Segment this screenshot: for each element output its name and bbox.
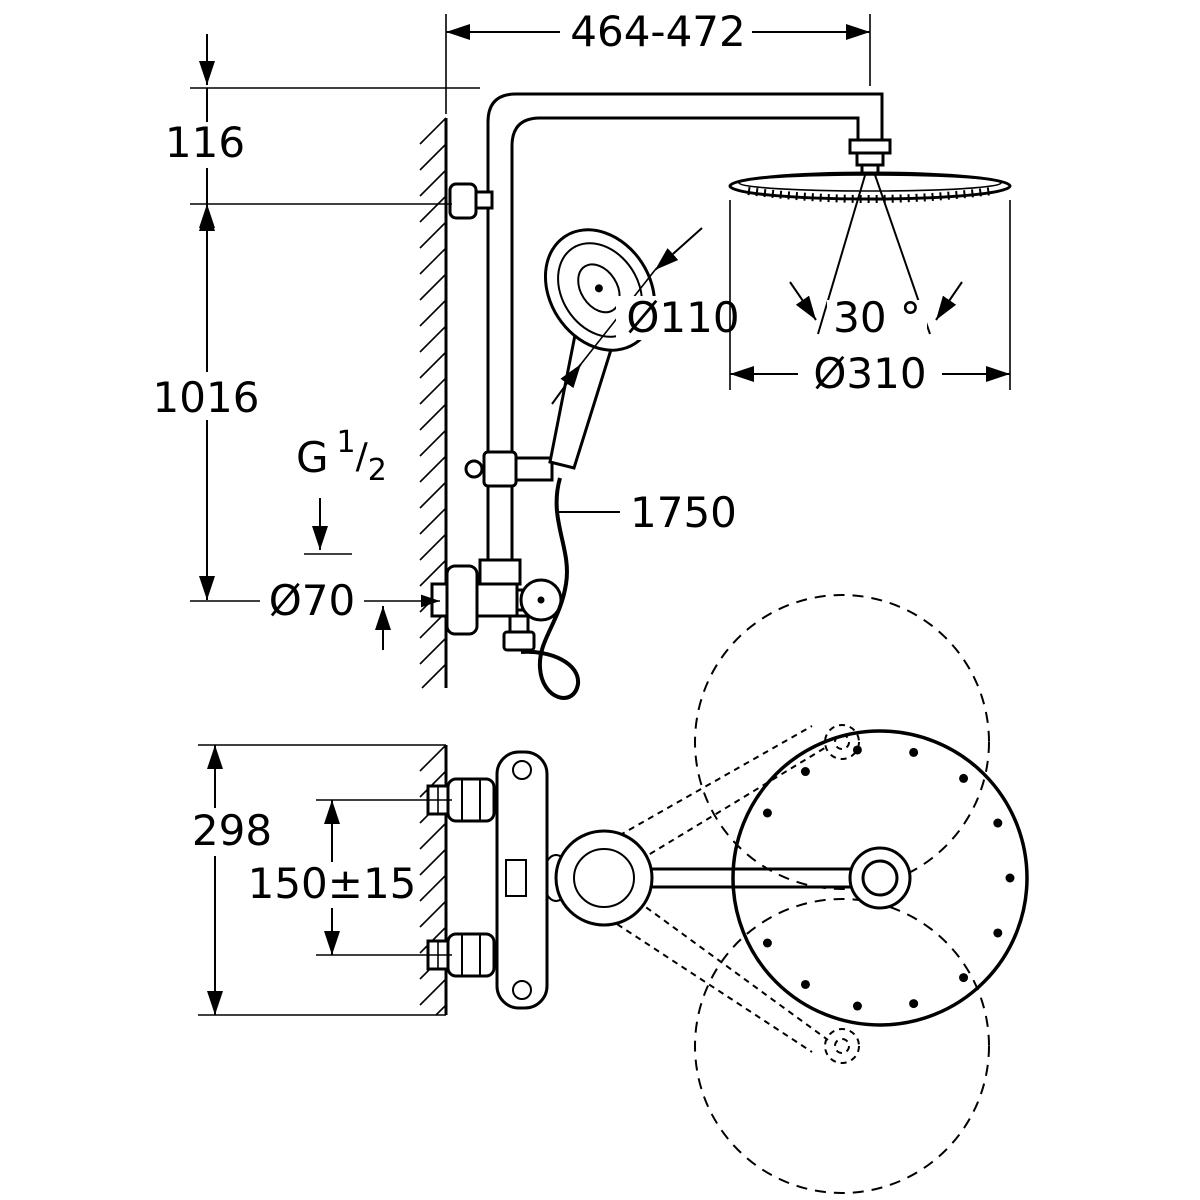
dim-label-rail-height: 1016 <box>153 373 260 422</box>
dim-spray-angle: 30 ° <box>789 281 963 342</box>
dim-hose-length: 1750 <box>556 488 737 537</box>
label-background <box>178 808 286 856</box>
dim-label-top-width: 464-472 <box>570 7 746 56</box>
dim-top-width: 464-472 <box>445 7 871 114</box>
label-background <box>616 296 750 340</box>
wall-bracket <box>448 182 478 220</box>
head-fitting <box>848 138 892 155</box>
dim-label-hand-shower: Ø110 <box>626 293 739 342</box>
holder-clamp <box>482 450 518 488</box>
valve-escutcheon <box>445 564 479 636</box>
wall-hatch-upper <box>419 117 447 689</box>
label-background <box>560 10 752 54</box>
label-background <box>162 122 250 168</box>
dimensions: 464-472 116 1016 Ø110 30 ° <box>148 7 1011 1016</box>
dim-head-diameter-310: Ø310 <box>729 200 1011 398</box>
rail-collar <box>478 558 522 586</box>
shower-hose <box>520 477 581 700</box>
overhead-shower <box>728 138 1012 203</box>
wall-bracket-arm <box>474 190 494 210</box>
outlet <box>508 614 530 634</box>
dim-rail-height-1016: 1016 <box>148 204 266 600</box>
dim-plate-height-298: 298 <box>178 744 446 1016</box>
arm-hub <box>848 846 912 910</box>
dim-label-head-diameter: Ø310 <box>813 349 926 398</box>
hose-nut <box>502 630 536 652</box>
holder-knob <box>464 459 484 479</box>
hand-shower-head <box>543 228 657 352</box>
dim-hand-shower-diameter: Ø110 <box>551 227 750 405</box>
label-background <box>252 862 412 908</box>
valve-body <box>475 582 519 618</box>
rain-shower-head-top-view <box>731 729 1029 1027</box>
dim-label-supply-diameter: Ø70 <box>269 576 356 625</box>
plan-view <box>419 594 1029 1194</box>
nozzle-dots <box>762 745 1015 1011</box>
dim-label-valve-spacing: 150±15 <box>248 859 417 908</box>
swivel-position-down <box>694 898 990 1194</box>
hand-shower <box>464 228 657 488</box>
holder-arm <box>514 456 554 482</box>
s-union <box>430 582 449 618</box>
hand-shower-top-view <box>542 829 654 927</box>
label-background <box>260 578 364 624</box>
wall-hatch-lower <box>419 744 447 1016</box>
dim-valve-spacing-150: 150±15 <box>248 799 452 956</box>
dim-label-plate-height: 298 <box>192 806 272 855</box>
swivel-position-up <box>694 594 990 890</box>
dim-label-spray-angle: 30 ° <box>833 293 921 342</box>
dim-offset-116: 116 <box>162 34 480 256</box>
dim-label-offset: 116 <box>165 118 245 167</box>
label-background <box>798 352 942 398</box>
dim-supply-diameter-70: Ø70 <box>190 576 440 625</box>
label-background <box>827 300 927 340</box>
dim-label-hose-length: 1750 <box>630 488 737 537</box>
mounting-plate-top-view <box>495 750 549 1010</box>
label-background <box>148 372 266 420</box>
shower-rail <box>448 92 884 588</box>
